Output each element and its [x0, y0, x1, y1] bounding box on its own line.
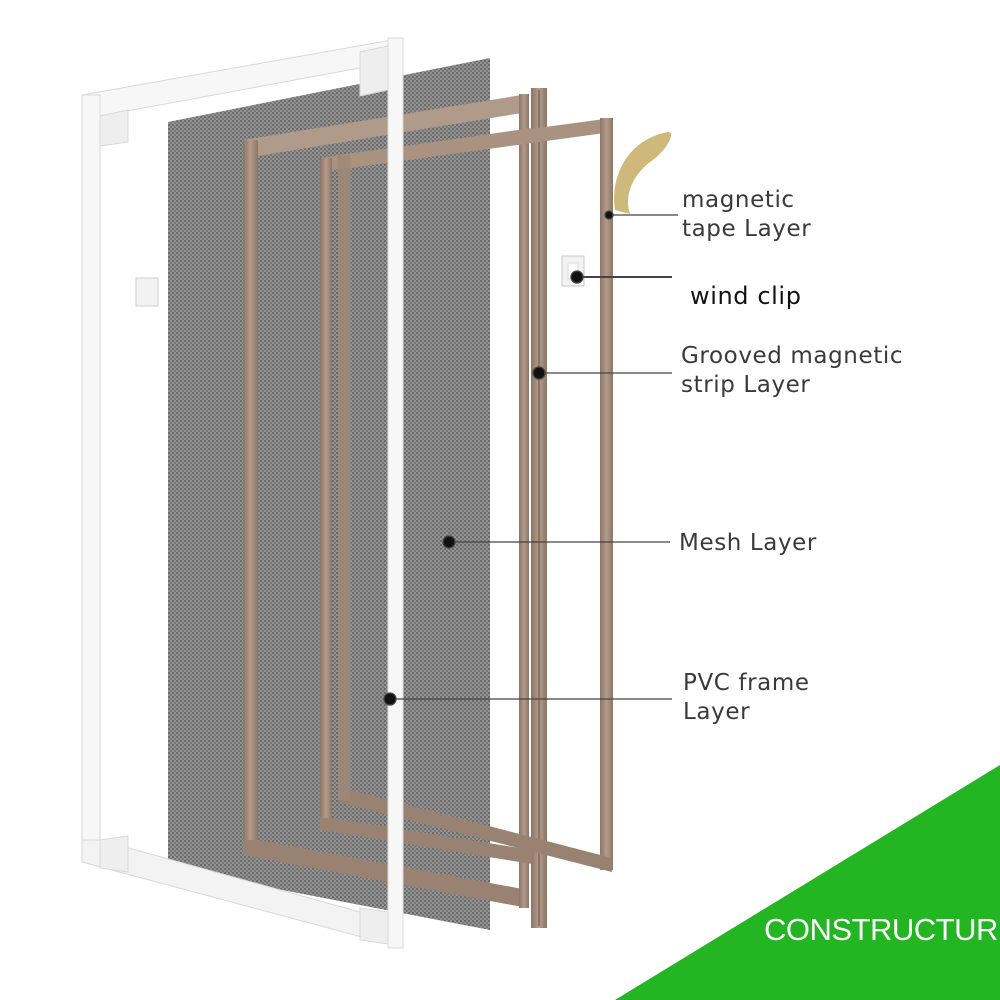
tape-peel: [614, 131, 672, 214]
label-pvc-frame: PVC frame Layer: [683, 670, 810, 725]
pvc-frame: [81, 37, 404, 949]
label-mesh: Mesh Layer: [679, 530, 817, 556]
leader-lines: [383, 210, 678, 706]
banner-text: CONSTRUCTURE: [764, 912, 1000, 947]
grooved-strip-frame-front: [243, 94, 529, 908]
green-corner-banner: [615, 765, 1000, 1000]
wind-clip-left: [135, 277, 159, 307]
label-grooved-strip: Grooved magnetic strip Layer: [681, 343, 904, 398]
magnetic-tape-frame: [338, 118, 613, 872]
label-magnetic-tape: magnetic tape Layer: [682, 187, 812, 242]
label-wind-clip: wind clip: [690, 282, 802, 310]
grooved-magnetic-strip: [531, 88, 547, 928]
